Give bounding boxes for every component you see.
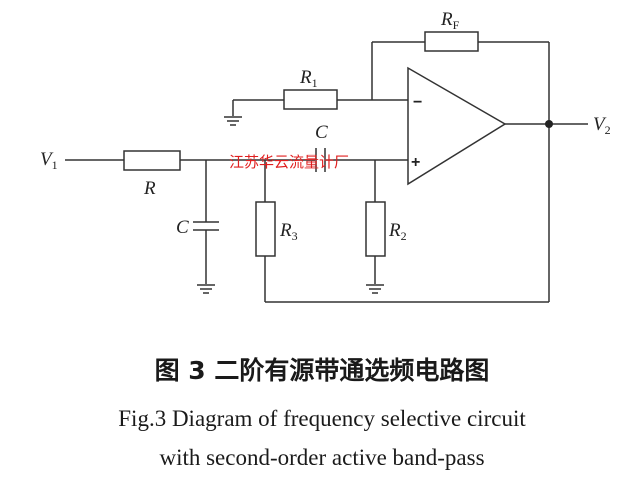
- ground-symbol-cshunt: [197, 284, 215, 294]
- resistor-r2: [365, 201, 386, 257]
- caption-english-line2: with second-order active band-pass: [159, 445, 484, 470]
- label-v2: V2: [593, 114, 611, 137]
- capacitor-series: [315, 148, 326, 172]
- watermark-text: 江苏华云流量计厂: [229, 153, 349, 171]
- resistor-rf: [424, 31, 479, 52]
- caption-chinese: 图 3 二阶有源带通选频电路图: [155, 356, 490, 385]
- op-amp-triangle: [407, 66, 507, 186]
- label-v1: V1: [40, 149, 58, 172]
- label-c-shunt: C: [176, 217, 189, 238]
- op-amp-minus-sign: −: [413, 94, 422, 111]
- label-rf: RF: [440, 9, 460, 32]
- resistor-r: [123, 150, 181, 171]
- label-r: R: [143, 178, 156, 199]
- capacitor-shunt: [193, 221, 219, 231]
- label-r2: R2: [388, 220, 407, 243]
- resistor-r3: [255, 201, 276, 257]
- op-amp-plus-sign: +: [411, 154, 420, 171]
- caption-english-line1: Fig.3 Diagram of frequency selective cir…: [118, 406, 526, 431]
- label-r3: R3: [279, 220, 298, 243]
- label-c-series: C: [315, 122, 328, 143]
- label-r1: R1: [299, 67, 318, 90]
- resistor-r1: [283, 89, 338, 110]
- output-junction-dot: [545, 120, 553, 128]
- ground-symbol-r1: [224, 116, 242, 126]
- wires: [65, 41, 588, 303]
- ground-symbol-r2: [366, 284, 384, 294]
